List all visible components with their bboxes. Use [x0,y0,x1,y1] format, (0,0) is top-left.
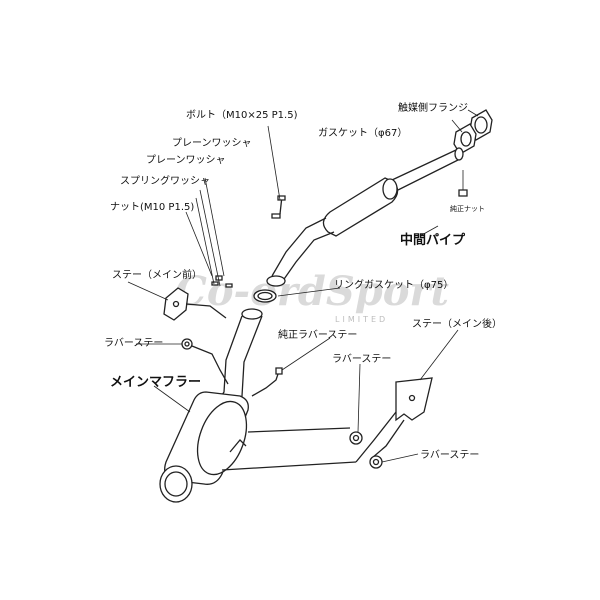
rubber-stay-left [181,338,229,385]
stock-rubber-stay [251,367,283,397]
label-plain-washer-1: プレーンワッシャ [172,137,252,149]
label-plain-washer-2: プレーンワッシャ [146,154,226,166]
ring-gasket [253,289,277,303]
label-rubber-stay-mid: ラバーステー [332,353,391,365]
leader-lines [127,109,479,463]
gasket-67 [453,123,477,155]
main-muffler [159,391,357,503]
label-stock-rubber-stay: 純正ラバーステー [278,328,357,341]
label-stay-main-front: ステー（メイン前） [112,268,202,281]
label-mid-pipe: 中間パイプ [400,232,466,248]
label-stay-main-rear: ステー（メイン後） [412,317,502,330]
rubber-stay-right [369,455,383,469]
rubber-stay-mid [349,431,363,445]
stay-main-front [163,287,227,321]
label-ring-gasket: リングガスケット（φ75） [334,278,453,291]
label-main-muffler: メインマフラー [110,375,201,390]
label-nut: ナット(M10 P1.5) [110,201,194,213]
label-catalyst-flange: 触媒側フランジ [398,101,468,114]
callout-labels: 触媒側フランジ ガスケット（φ67） ボルト（M10×25 P1.5) プレーン… [104,101,502,461]
label-stock-nut: 純正ナット [450,204,485,213]
bolt-stack [211,195,286,288]
mid-pipe [266,147,464,287]
label-spring-washer: スプリングワッシャ [120,174,210,187]
label-bolt: ボルト（M10×25 P1.5) [186,109,298,121]
watermark-sub-text: LIMITED [335,315,388,324]
label-rubber-stay-left: ラバーステー [104,337,163,349]
label-rubber-stay-right: ラバーステー [420,449,479,461]
stock-nut [458,170,468,197]
main-muffler-pipe [215,308,263,405]
stay-main-rear [355,377,433,463]
label-gasket-67: ガスケット（φ67） [318,127,407,139]
